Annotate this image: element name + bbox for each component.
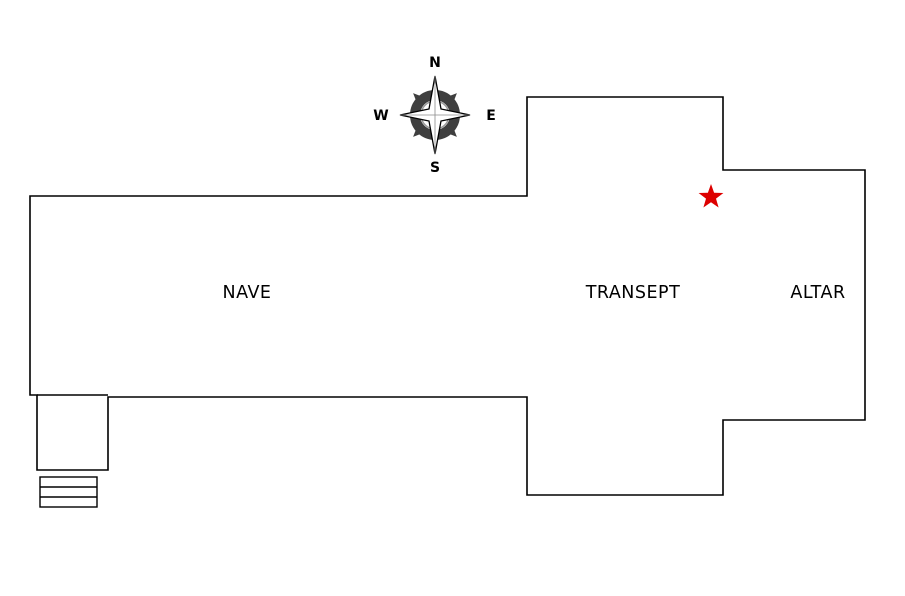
compass-star-facets [400,76,470,154]
star-marker [698,184,724,208]
altar-label: ALTAR [790,283,845,303]
compass-south-label: S [430,160,440,176]
entrance-steps [39,476,98,508]
compass-west-label: W [373,108,388,124]
nave-label: NAVE [223,283,272,303]
compass-rose: N S W E [373,55,496,176]
compass-ring-points [413,93,457,137]
compass-east-label: E [486,108,496,124]
transept-label: TRANSEPT [585,283,681,303]
compass-north-label: N [429,55,441,71]
church-outline [29,96,866,496]
